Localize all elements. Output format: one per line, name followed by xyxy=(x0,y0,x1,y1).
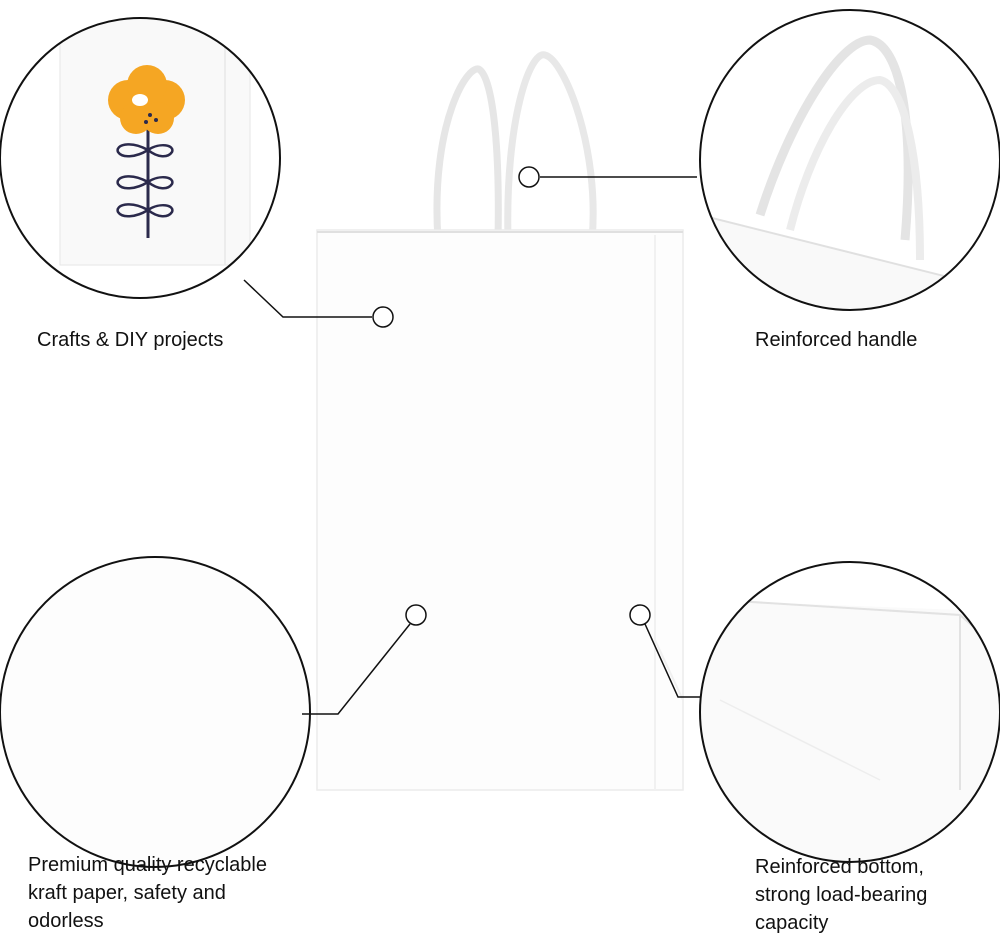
paper-detail-circle xyxy=(0,556,311,868)
paper-label: Premium quality recyclable kraft paper, … xyxy=(28,851,267,935)
bottom-detail-circle xyxy=(699,561,1000,863)
bottom-label-line: strong load-bearing xyxy=(755,884,928,906)
hotspot-markers xyxy=(372,166,651,626)
paper-label-line: odorless xyxy=(28,910,104,932)
handle-detail-circle xyxy=(699,9,1000,311)
paper-bag xyxy=(316,51,684,791)
paper-hotspot xyxy=(405,604,427,626)
crafts-leader xyxy=(243,279,372,318)
crafts-detail-circle xyxy=(0,17,281,299)
handle-label: Reinforced handle xyxy=(755,329,918,351)
bottom-label-line: Reinforced bottom, xyxy=(755,856,924,878)
paper-leader xyxy=(302,623,411,715)
crafts-label: Crafts & DIY projects xyxy=(37,329,224,351)
paper-label-line: Premium quality recyclable xyxy=(28,854,267,876)
back-handle xyxy=(433,65,502,241)
bottom-leader xyxy=(644,623,700,698)
bottom-label-line: capacity xyxy=(755,912,829,934)
paper-label-line: kraft paper, safety and xyxy=(28,882,226,904)
leader-lines xyxy=(243,176,700,715)
flower-icon xyxy=(108,65,185,134)
bottom-hotspot xyxy=(629,604,651,626)
front-handle xyxy=(504,51,597,241)
crafts-hotspot xyxy=(372,306,394,328)
bottom-label: Reinforced bottom, strong load-bearing c… xyxy=(755,853,927,937)
handle-hotspot xyxy=(518,166,540,188)
